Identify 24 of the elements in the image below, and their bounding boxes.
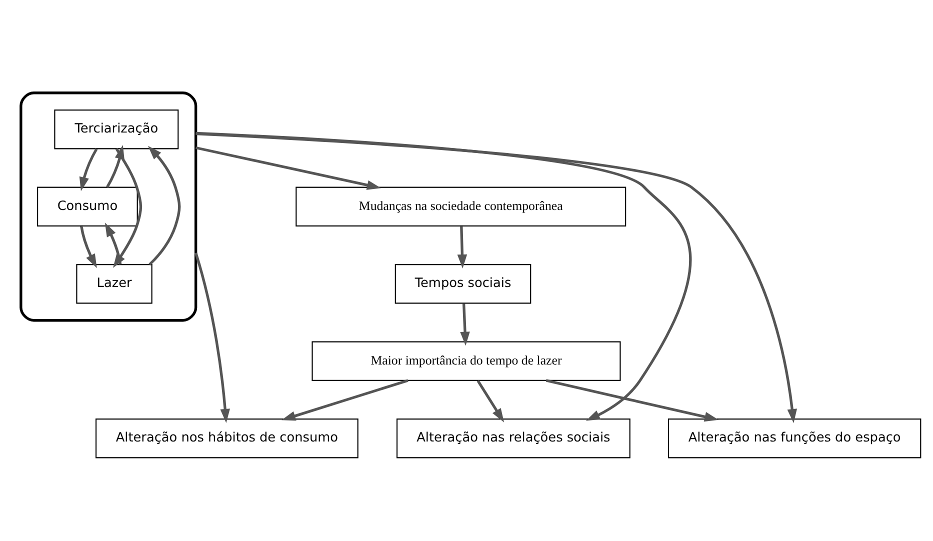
arrow [196,131,692,420]
cluster [20,91,198,322]
node-box: Alteração nas relações sociais [396,418,630,458]
arrow [196,146,382,190]
node-box: Alteração nas funções do espaço [668,418,922,458]
arrow [80,226,97,268]
node-box: Terciarização [54,109,179,149]
arrow [460,302,470,346]
arrow [79,148,98,191]
arrow [282,378,408,420]
arrow [104,222,122,264]
arrow [148,145,181,266]
arrow [194,252,230,422]
node-box: Mudanças na sociedade contemporânea [296,186,626,226]
node-box: Tempos sociais [394,264,532,304]
node-box: Maior importância do tempo de lazer [312,340,621,380]
arrow [476,380,504,422]
node-box: Consumo [37,186,138,226]
arrow [457,226,468,268]
arrow [106,144,124,188]
node-box: Lazer [76,264,152,304]
arrow [196,132,798,423]
arrow [546,378,719,422]
node-box: Alteração nos hábitos de consumo [96,418,358,458]
